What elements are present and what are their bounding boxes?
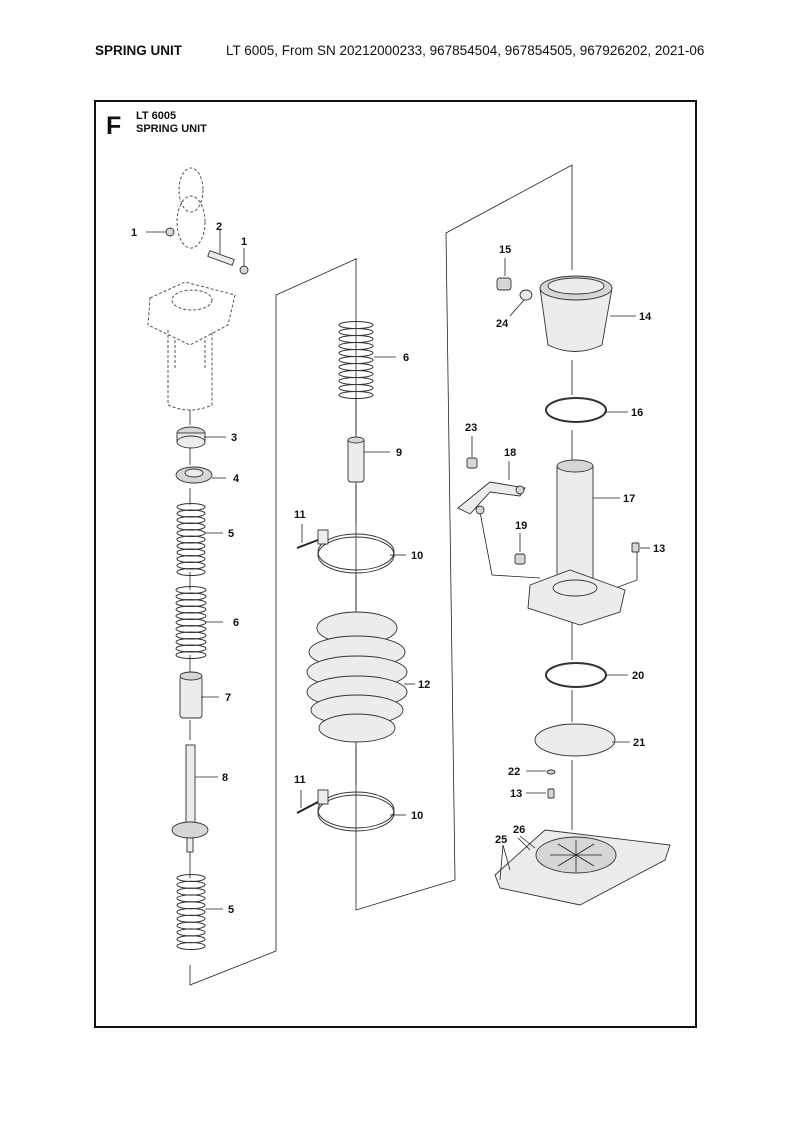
part-10-clamps [317, 529, 395, 832]
part-6-spring-left [175, 586, 207, 659]
callout-6b: 6 [403, 352, 409, 364]
part-19-23-bolts [466, 457, 640, 799]
callout-14: 14 [639, 311, 652, 323]
callout-1b: 1 [241, 236, 247, 248]
part-12-bellows [306, 611, 408, 743]
handle-outline [147, 167, 236, 411]
leader-lines [195, 258, 650, 910]
springs [175, 321, 374, 950]
part-15-24-fittings [496, 277, 533, 301]
part-7-spacer [179, 671, 203, 719]
callout-11b: 11 [294, 774, 306, 786]
part-18-bracket [457, 481, 526, 515]
callout-6a: 6 [233, 617, 239, 629]
callout-13a: 13 [653, 543, 665, 555]
part-6-spring-right [338, 321, 374, 399]
part-9-sleeve [347, 436, 365, 483]
callout-8: 8 [222, 772, 228, 784]
callout-5a: 5 [228, 528, 234, 540]
assembly-guide-lines [189, 164, 638, 986]
diagram-frame [94, 100, 697, 1028]
part-5-spring-lower [176, 874, 206, 950]
callout-7: 7 [225, 692, 231, 704]
callout-2: 2 [216, 221, 222, 233]
callout-17: 17 [623, 493, 635, 505]
callout-11a: 11 [294, 509, 306, 521]
part-21-plate [534, 723, 616, 757]
callout-15: 15 [499, 244, 511, 256]
page-header-title: SPRING UNIT [95, 43, 183, 58]
callout-10a: 10 [411, 550, 423, 562]
callout-16: 16 [631, 407, 643, 419]
callout-21: 21 [633, 737, 645, 749]
callout-26: 26 [513, 824, 525, 836]
section-model: LT 6005 [136, 110, 176, 122]
section-letter: F [106, 112, 121, 140]
part-4-bearing [175, 466, 213, 484]
part-1-2-pin [146, 227, 249, 275]
part-11-screws [296, 524, 319, 814]
part-16-ring [545, 397, 607, 423]
part-8-shaft [171, 744, 209, 853]
callout-10b: 10 [411, 810, 423, 822]
part-17-tube-base [527, 459, 626, 626]
callout-12: 12 [418, 679, 430, 691]
callout-25: 25 [495, 834, 507, 846]
part-3-nut [176, 426, 206, 449]
callout-13b: 13 [510, 788, 522, 800]
callout-24: 24 [496, 318, 509, 330]
callout-labels: 1 2 1 3 4 5 6 7 8 5 6 9 11 10 12 11 10 1… [131, 221, 665, 916]
part-5-spring-upper [176, 503, 206, 576]
callout-1a: 1 [131, 227, 137, 239]
callout-19: 19 [515, 520, 527, 532]
callout-5b: 5 [228, 904, 234, 916]
part-25-26-baseplate [494, 829, 671, 906]
page-header-info: LT 6005, From SN 20212000233, 967854504,… [226, 43, 705, 58]
part-20-oring [545, 662, 607, 688]
callout-23: 23 [465, 422, 477, 434]
callout-3: 3 [231, 432, 237, 444]
callout-18: 18 [504, 447, 516, 459]
callout-20: 20 [632, 670, 644, 682]
callout-4: 4 [233, 473, 240, 485]
callout-22: 22 [508, 766, 520, 778]
callout-9: 9 [396, 447, 402, 459]
section-name: SPRING UNIT [136, 123, 207, 135]
part-14-cup [539, 275, 613, 352]
